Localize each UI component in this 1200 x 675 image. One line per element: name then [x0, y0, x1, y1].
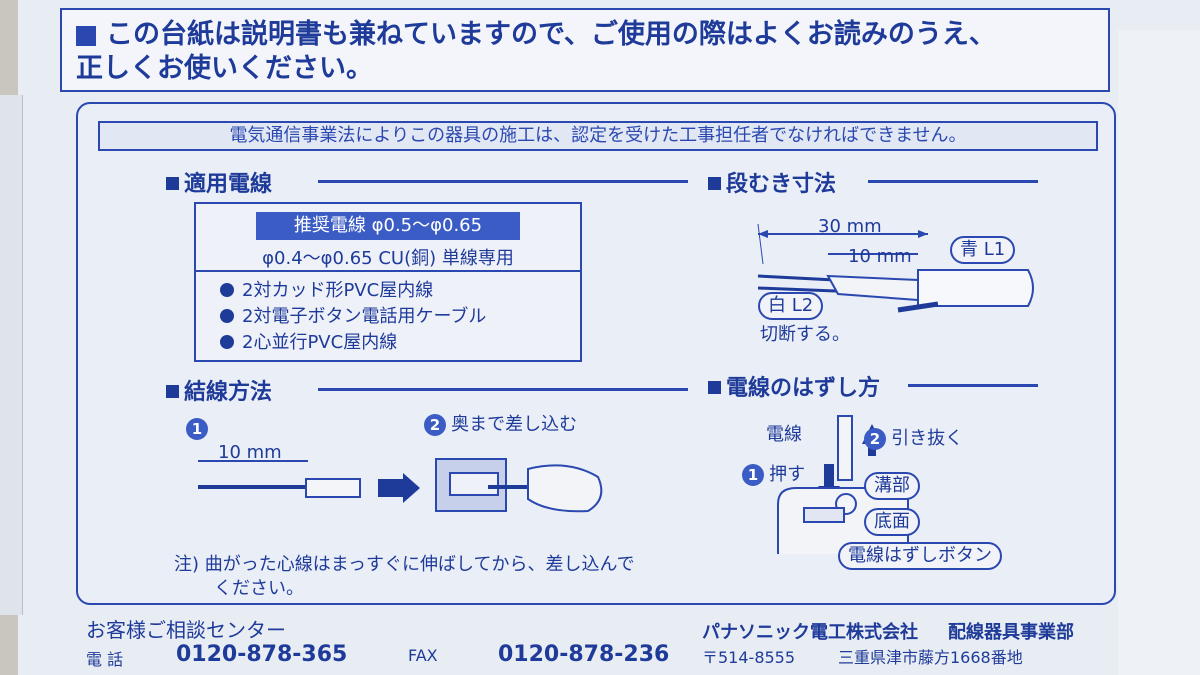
section-strip-title-text: 段むき寸法: [726, 172, 837, 197]
list-item-text: 2対電子ボタン電話用ケーブル: [242, 306, 487, 327]
strip-diagram: [757, 223, 1034, 313]
pull-text: 引き抜く: [891, 428, 964, 449]
divider: [318, 388, 688, 391]
zip-code: 〒514-8555: [702, 648, 796, 667]
arrow-right-icon: [918, 230, 928, 238]
label-release-button: 電線はずしボタン: [838, 542, 1002, 570]
made-in: 日本製: [1131, 520, 1149, 565]
label-wire: 電線: [766, 424, 802, 445]
step-number: 2: [864, 428, 886, 450]
section-wire-title-text: 適用電線: [184, 172, 273, 197]
tel-label: 電 話: [86, 650, 124, 669]
list-item: 2心並行PVC屋内線: [220, 330, 486, 356]
square-icon: [166, 385, 179, 398]
note-prefix: 注): [174, 554, 200, 575]
banner-line2: 正しくお使いください。: [76, 53, 373, 84]
banner: この台紙は説明書も兼ねていますので、ご使用の際はよくお読みのうえ、 正しくお使い…: [60, 8, 1110, 92]
square-icon: [708, 381, 721, 394]
blue-label: 青: [960, 239, 978, 260]
label-bottom: 底面: [864, 508, 920, 536]
section-wire-title: 適用電線: [166, 166, 272, 198]
cut-text: 切断する。: [760, 324, 850, 345]
note-line1: 曲がった心線はまっすぐに伸ばしてから、差し込んで: [204, 554, 635, 575]
step-2: 2 奥まで差し込む: [424, 410, 577, 436]
guide-line: [757, 223, 764, 265]
step-1-badge: 1: [186, 418, 208, 440]
white-label: 白: [768, 295, 786, 316]
wire-box: 推奨電線 φ0.5〜φ0.65 φ0.4〜φ0.65 CU(銅) 単線専用 2対…: [194, 202, 582, 362]
bullet-icon: [220, 283, 234, 297]
dim-30: 30 mm: [818, 216, 882, 237]
cable-sheath: [917, 269, 1034, 307]
bullet-icon: [220, 335, 234, 349]
label-blue-l1: 青 L1: [950, 236, 1016, 264]
company-name: パナソニック電工株式会社: [702, 622, 918, 643]
footer: お客様ご相談センター 電 話 0120-878-365 FAX 0120-878…: [78, 606, 1118, 675]
address: 三重県津市藤方1668番地: [838, 648, 1023, 667]
section-connect-title: 結線方法: [166, 374, 272, 406]
section-connect-title-text: 結線方法: [184, 380, 273, 405]
connect-diagram: [198, 458, 603, 513]
section-remove-title-text: 電線のはずし方: [726, 376, 881, 401]
divider: [318, 180, 688, 183]
bullet-square-icon: [76, 25, 96, 46]
terminal-slot: [449, 472, 499, 496]
section-strip-title: 段むき寸法: [708, 166, 836, 198]
side-characters: 10: [1128, 60, 1183, 95]
step2-text: 奥まで差し込む: [451, 414, 578, 435]
section-remove-title: 電線のはずし方: [708, 370, 880, 402]
divider: [908, 384, 1038, 387]
tel-number: 0120-878-365: [176, 642, 348, 667]
wire-rod: [837, 415, 853, 481]
label-groove: 溝部: [864, 472, 920, 500]
step-number: 2: [424, 414, 446, 436]
cut-wire: [897, 301, 939, 313]
connect-note-1: 注) 曲がった心線はまっすぐに伸ばしてから、差し込んで: [174, 550, 635, 576]
list-item: 2対カッド形PVC屋内線: [220, 278, 486, 304]
notice: 電気通信事業法によりこの器具の施工は、認定を受けた工事担任者でなければできません…: [98, 121, 1098, 151]
list-item-text: 2心並行PVC屋内線: [242, 332, 398, 353]
step-2: 2 引き抜く: [864, 424, 963, 450]
banner-line1: この台紙は説明書も兼ねていますので、ご使用の際はよくお読みのうえ、: [76, 18, 1094, 52]
step-number: 1: [742, 464, 764, 486]
wire-list: 2対カッド形PVC屋内線 2対電子ボタン電話用ケーブル 2心並行PVC屋内線: [220, 278, 486, 356]
cable-inner: [826, 274, 919, 302]
release-button-icon: [803, 507, 845, 523]
l1-code: L1: [983, 239, 1006, 260]
l2-code: L2: [791, 295, 814, 316]
wire-sheath: [305, 478, 361, 498]
label-white-l2: 白 L2: [758, 292, 824, 320]
finger-icon: [527, 464, 603, 513]
square-icon: [166, 177, 179, 190]
instruction-panel: 電気通信事業法によりこの器具の施工は、認定を受けた工事担任者でなければできません…: [76, 102, 1116, 605]
step-1: 1 押す: [742, 460, 805, 486]
arrow-right-icon: [378, 473, 420, 503]
connect-dim: 10 mm: [218, 442, 282, 463]
recommended-wire: 推奨電線 φ0.5〜φ0.65: [256, 212, 520, 240]
division-name: 配線器具事業部: [948, 622, 1074, 643]
divider: [196, 270, 580, 272]
fax-number: 0120-878-236: [498, 642, 670, 667]
connect-note-2: ください。: [214, 578, 304, 599]
bullet-icon: [220, 309, 234, 323]
square-icon: [708, 177, 721, 190]
step-number: 1: [186, 418, 208, 440]
dim-10: 10 mm: [848, 246, 912, 267]
push-text: 押す: [769, 464, 806, 485]
list-item: 2対電子ボタン電話用ケーブル: [220, 304, 486, 330]
fax-label: FAX: [408, 646, 438, 665]
list-item-text: 2対カッド形PVC屋内線: [242, 280, 434, 301]
remove-diagram: [777, 415, 909, 554]
arrow-left-icon: [758, 230, 768, 238]
wire-spec: φ0.4〜φ0.65 CU(銅) 単線専用: [262, 248, 514, 269]
support-center: お客様ご相談センター: [86, 618, 286, 642]
banner-line1-text: この台紙は説明書も兼ねていますので、ご使用の際はよくお読みのうえ、: [106, 19, 996, 50]
divider: [868, 180, 1038, 183]
